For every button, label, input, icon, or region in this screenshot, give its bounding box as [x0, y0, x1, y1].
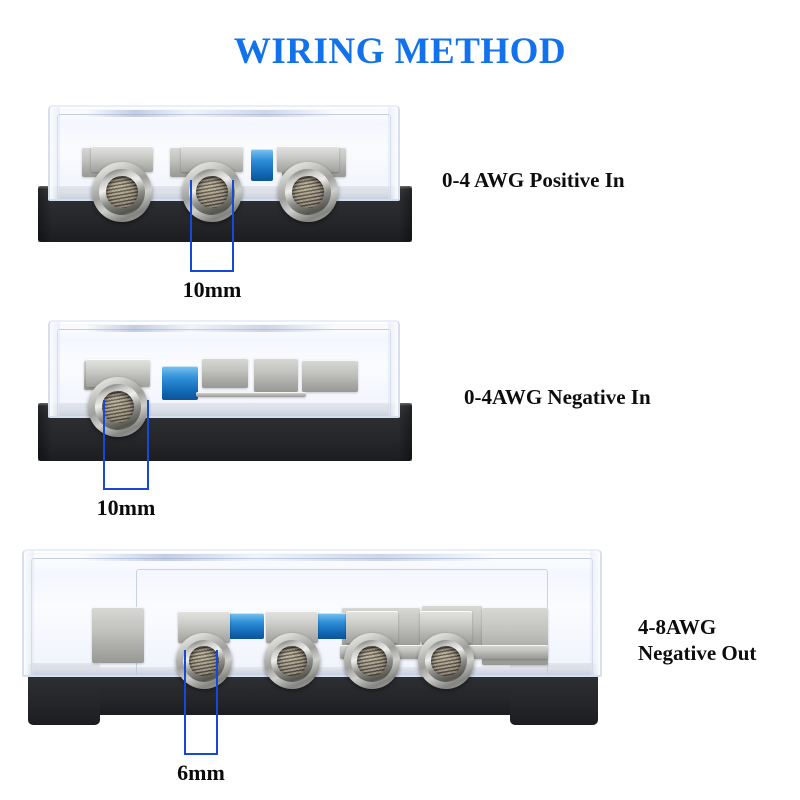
- product-image-negative-in: [30, 315, 420, 475]
- fuse-element: [251, 149, 273, 181]
- cover-edge-left: [50, 322, 60, 416]
- dimension-leg-left: [184, 650, 186, 755]
- terminal-bore: [106, 176, 138, 208]
- terminal-bore: [102, 391, 134, 423]
- base-bevel-right: [398, 403, 412, 461]
- caption-positive-in: 0-4 AWG Positive In: [442, 168, 625, 192]
- cover-edge-right: [388, 107, 398, 199]
- dimension-leg-right: [216, 650, 218, 755]
- internal-busbar: [92, 607, 144, 663]
- base-bevel-right: [398, 186, 412, 242]
- dimension-bar: [190, 270, 234, 272]
- cover-gloss-highlight: [84, 110, 336, 117]
- dimension-bracket-negative-out: [184, 650, 218, 755]
- cover-gloss-highlight: [81, 554, 497, 561]
- terminal-port: [418, 611, 474, 689]
- dimension-bracket-negative-in: [103, 400, 149, 490]
- terminal-bore: [357, 646, 387, 676]
- dimension-label-positive-in: 10mm: [182, 277, 242, 302]
- dimension-leg-left: [190, 180, 192, 272]
- caption-negative-out: 4-8AWG Negative Out: [638, 615, 757, 665]
- dimension-bracket-positive-in: [190, 180, 234, 272]
- dimension-leg-left: [103, 400, 105, 490]
- internal-busbar: [254, 358, 298, 392]
- terminal-port: [86, 359, 150, 437]
- terminal-bore: [292, 176, 324, 208]
- dimension-leg-right: [147, 400, 149, 490]
- caption-negative-in: 0-4AWG Negative In: [464, 385, 651, 409]
- terminal-bore: [431, 646, 461, 676]
- fuse-element: [162, 366, 198, 400]
- cover-edge-left: [50, 107, 60, 199]
- terminal-port: [91, 146, 153, 222]
- terminal-port: [277, 146, 339, 222]
- dimension-leg-right: [232, 180, 234, 272]
- cover-edge-left: [24, 551, 34, 675]
- terminal-bore: [277, 646, 307, 676]
- product-image-positive-in: [30, 100, 420, 250]
- terminal-port: [176, 611, 232, 689]
- cover-edge-right: [590, 551, 600, 675]
- terminal-port: [344, 611, 400, 689]
- dimension-label-negative-out: 6mm: [177, 760, 225, 785]
- dimension-bar: [103, 488, 149, 490]
- internal-busbar: [196, 392, 306, 397]
- internal-busbar: [302, 360, 358, 392]
- terminal-bore: [189, 646, 219, 676]
- terminal-port: [264, 611, 320, 689]
- dimension-label-negative-in: 10mm: [96, 495, 156, 520]
- cover-gloss-highlight: [84, 325, 336, 332]
- page-title: WIRING METHOD: [233, 31, 567, 72]
- dimension-bar: [184, 753, 218, 755]
- product-image-negative-out: [14, 545, 604, 740]
- internal-busbar: [202, 358, 248, 388]
- terminal-bore: [196, 176, 228, 208]
- cover-edge-right: [388, 322, 398, 416]
